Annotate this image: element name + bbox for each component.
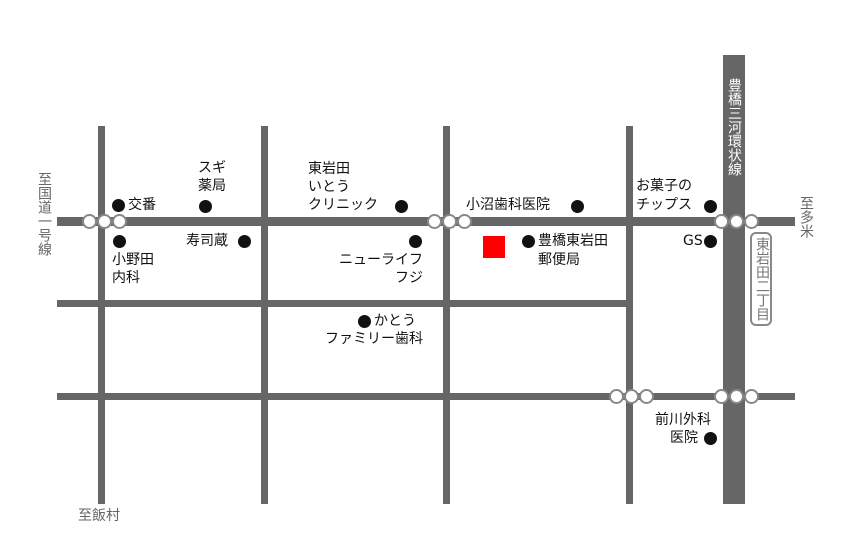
road-horizontal-2 xyxy=(57,300,633,307)
traffic-signal-1 xyxy=(82,214,127,229)
newlife-dot xyxy=(409,235,422,248)
sugi-label-2: 薬局 xyxy=(198,178,226,194)
koban-dot xyxy=(112,199,125,212)
onuma-dot xyxy=(571,200,584,213)
post-office-dot xyxy=(522,235,535,248)
maekawa-label-1: 前川外科 xyxy=(655,412,711,428)
destination-left: 至国道一号線 xyxy=(36,172,52,256)
traffic-signal-2 xyxy=(427,214,472,229)
higashiiwata-dot xyxy=(395,200,408,213)
target-location-marker xyxy=(483,236,505,258)
higashiiwata-label-2: いとう xyxy=(308,179,350,195)
okashi-label-2: チップス xyxy=(636,197,692,213)
road-horizontal-3 xyxy=(57,393,795,400)
newlife-label-1: ニューライフ xyxy=(339,252,423,268)
okashi-dot xyxy=(704,200,717,213)
kato-label-2: ファミリー歯科 xyxy=(325,331,423,347)
traffic-signal-4 xyxy=(609,389,654,404)
main-road-label: 豊橋三河環状線 xyxy=(726,78,742,176)
road-vertical-2 xyxy=(261,126,268,504)
sushi-dot xyxy=(238,235,251,248)
koban-label: 交番 xyxy=(128,197,156,213)
minor-roads xyxy=(57,126,795,504)
road-vertical-1 xyxy=(98,126,105,504)
higashiiwata-label-1: 東岩田 xyxy=(308,161,350,177)
sushi-label: 寿司蔵 xyxy=(186,233,228,249)
area-badge: 東岩田二丁目 xyxy=(750,232,772,326)
road-vertical-4 xyxy=(626,126,633,504)
post-office-label-1: 豊橋東岩田 xyxy=(538,233,608,249)
gs-label: GS xyxy=(683,233,703,249)
destination-right: 至多米 xyxy=(798,196,814,238)
traffic-signal-3 xyxy=(714,214,759,229)
higashiiwata-label-3: クリニック xyxy=(308,197,378,213)
onuma-label: 小沼歯科医院 xyxy=(466,197,550,213)
destination-bottom: 至飯村 xyxy=(78,508,120,524)
okashi-label-1: お菓子の xyxy=(636,178,692,194)
gs-dot xyxy=(704,235,717,248)
road-horizontal-main xyxy=(57,217,795,226)
post-office-label-2: 郵便局 xyxy=(538,252,580,268)
maekawa-label-2: 医院 xyxy=(670,430,698,446)
sugi-dot xyxy=(199,200,212,213)
onoda-dot xyxy=(113,235,126,248)
newlife-label-2: フジ xyxy=(395,270,423,286)
onoda-label-2: 内科 xyxy=(112,270,140,286)
kato-label-1: かとう xyxy=(374,313,416,329)
onoda-label-1: 小野田 xyxy=(112,252,154,268)
traffic-signal-5 xyxy=(714,389,759,404)
road-vertical-3 xyxy=(443,126,450,504)
maekawa-dot xyxy=(704,432,717,445)
sugi-label-1: スギ xyxy=(198,160,226,176)
kato-dot xyxy=(358,315,371,328)
